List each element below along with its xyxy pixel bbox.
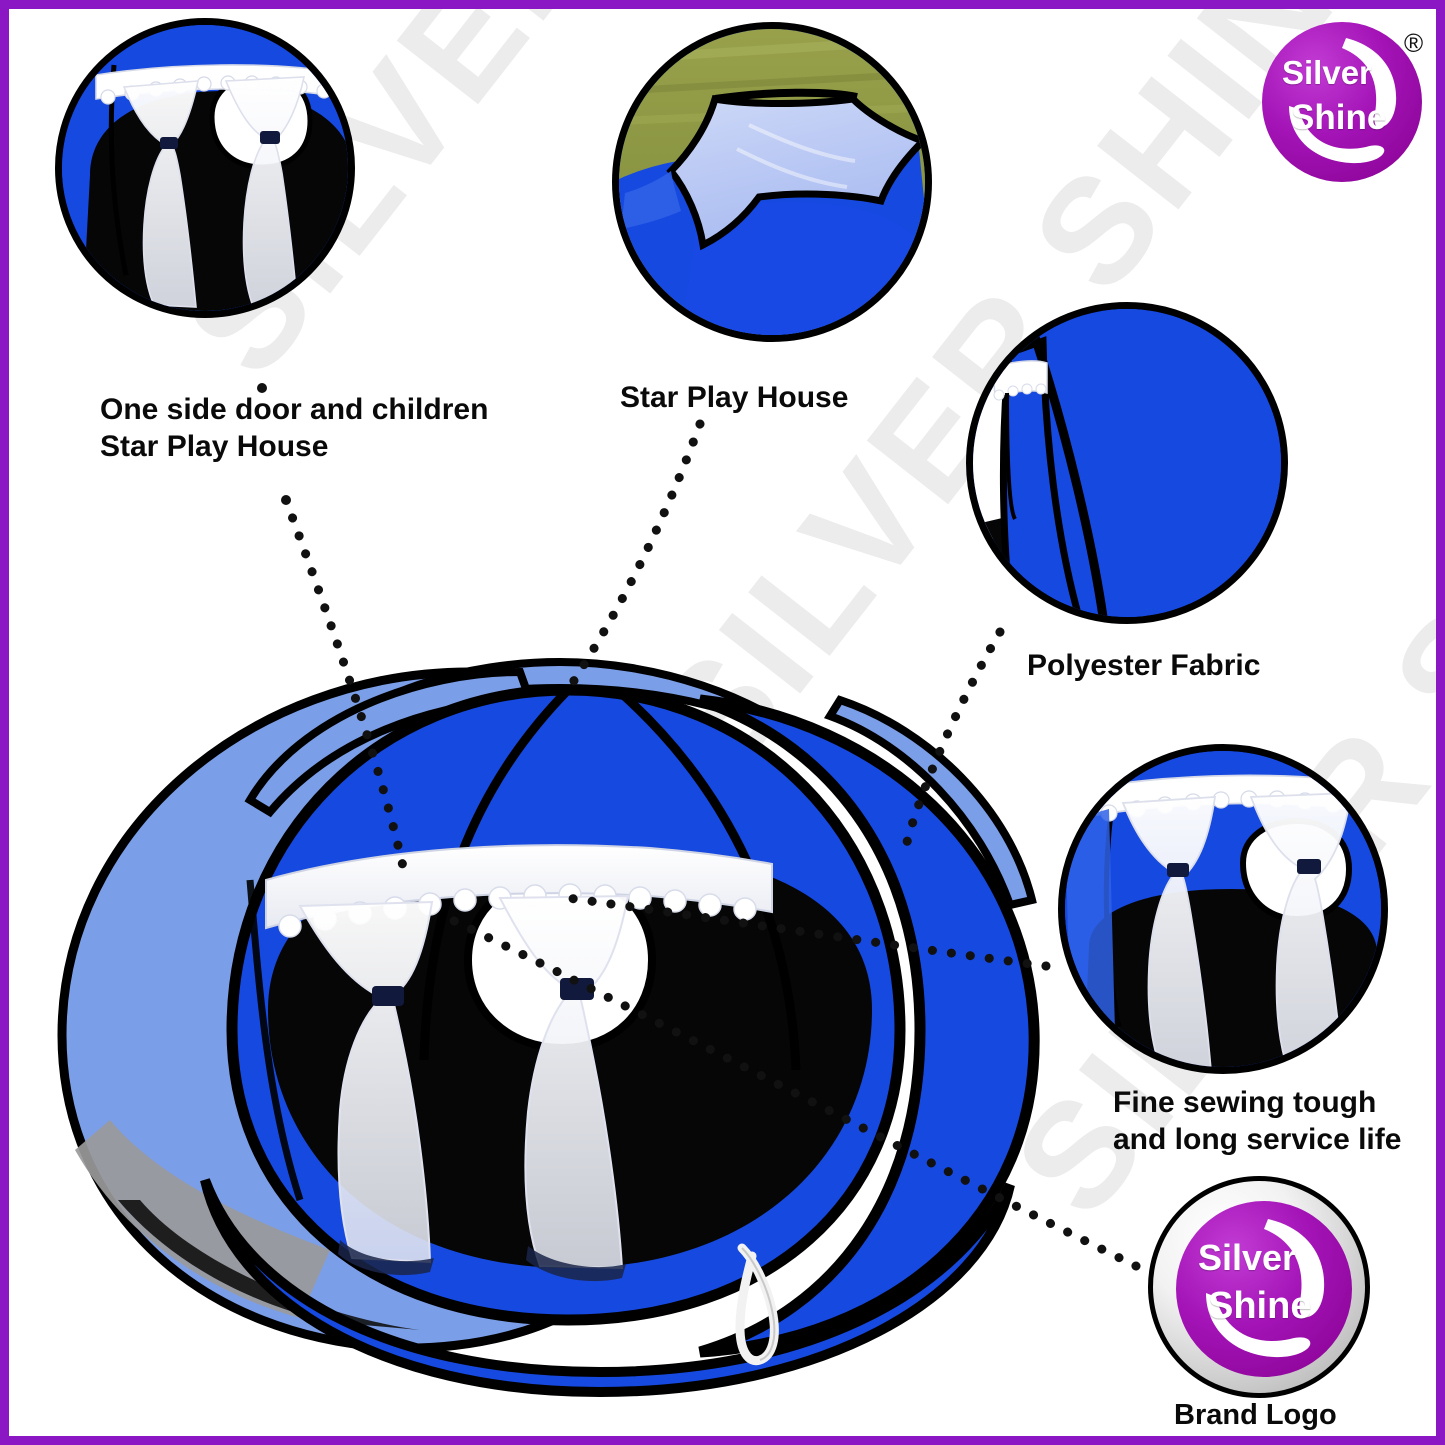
brand-logo-text-silver: Silver [1198,1237,1297,1278]
header-logo-text-shine: Shine [1291,98,1387,137]
callout-polyester-fabric [966,302,1288,624]
tent-brand-tag-dot [272,844,283,855]
callout-brand-logo: Silver Shine [1148,1176,1370,1398]
callout-label-one-side-door: One side door and children Star Play Hou… [100,393,489,463]
brand-logo-inner: Silver Shine [1176,1201,1352,1377]
brand-logo-text-shine: Shine [1208,1285,1312,1327]
callout-star-play-house [612,22,932,342]
tent-brand-tag [271,843,289,858]
header-logo-text-silver: Silver [1282,54,1372,91]
brand-logo-swooshes [1206,1219,1325,1358]
callout-label-brand-logo: Brand Logo [1174,1399,1337,1431]
header-brand-logo: Silver Shine [1262,22,1422,182]
registered-trademark-icon: ® [1404,28,1424,58]
callout-one-side-door [55,18,355,318]
callout-label-fine-sewing: Fine sewing tough and long service life [1113,1086,1402,1156]
callout-label-polyester-fabric: Polyester Fabric [1027,649,1261,682]
callout-label-star-play-house: Star Play House [620,381,849,414]
header-logo-swooshes [1289,38,1397,164]
callout-fine-sewing [1058,744,1388,1074]
